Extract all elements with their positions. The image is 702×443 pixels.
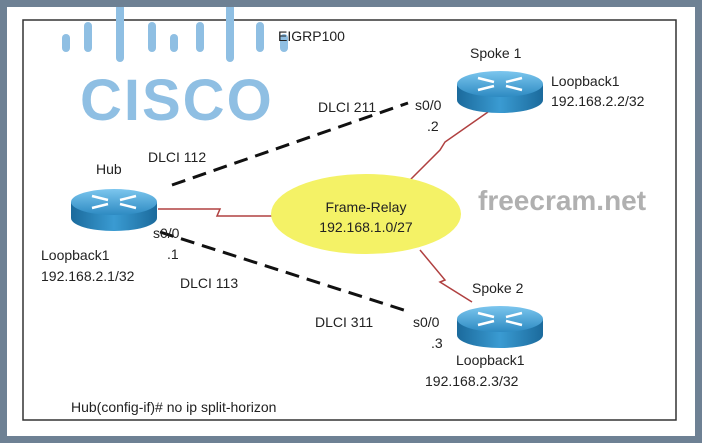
cisco-logo: CISCO: [62, 7, 288, 133]
network-diagram: CISCO Frame-Relay 192.168.1.0/27 EIGRP10…: [22, 7, 677, 421]
hub-loopback: Loopback1: [41, 247, 110, 263]
dlci-211-label: DLCI 211: [318, 99, 376, 115]
config-command: Hub(config-if)# no ip split-horizon: [71, 399, 276, 415]
dlci-311-label: DLCI 311: [315, 314, 373, 330]
hub-host: .1: [167, 246, 179, 262]
serial-link-spoke2: [419, 249, 473, 303]
cloud-subnet: 192.168.1.0/27: [319, 219, 413, 235]
diagram-canvas: CISCO Frame-Relay 192.168.1.0/27 EIGRP10…: [7, 7, 695, 436]
spoke1-router-icon: [455, 69, 545, 115]
hub-loopback-ip: 192.168.2.1/32: [41, 268, 135, 284]
dlci-112-label: DLCI 112: [148, 149, 206, 165]
serial-link-hub: [158, 208, 272, 217]
spoke1-name: Spoke 1: [470, 45, 522, 61]
spoke2-loopback-ip: 192.168.2.3/32: [425, 373, 519, 389]
spoke1-loopback: Loopback1: [551, 73, 620, 89]
serial-link-spoke1: [399, 111, 489, 191]
spoke2-name: Spoke 2: [472, 280, 524, 296]
spoke1-loopback-ip: 192.168.2.2/32: [551, 93, 645, 109]
dlci-113-label: DLCI 113: [180, 275, 238, 291]
cisco-logo-text: CISCO: [80, 68, 274, 133]
spoke2-interface: s0/0: [413, 314, 440, 330]
spoke2-router-icon: [455, 304, 545, 350]
watermark: freecram.net: [478, 185, 646, 216]
hub-router-icon: [69, 187, 159, 233]
spoke2-loopback: Loopback1: [456, 352, 525, 368]
diagram-border: [22, 19, 677, 421]
spoke2-host: .3: [431, 335, 443, 351]
spoke1-interface: s0/0: [415, 97, 442, 113]
spoke1-host: .2: [427, 118, 439, 134]
hub-name: Hub: [96, 161, 122, 177]
diagram-title: EIGRP100: [278, 28, 345, 44]
pvc-hub-spoke1: [171, 101, 409, 187]
frame-relay-cloud: [271, 174, 461, 254]
hub-interface: s0/0: [153, 225, 180, 241]
cloud-name: Frame-Relay: [326, 199, 407, 215]
